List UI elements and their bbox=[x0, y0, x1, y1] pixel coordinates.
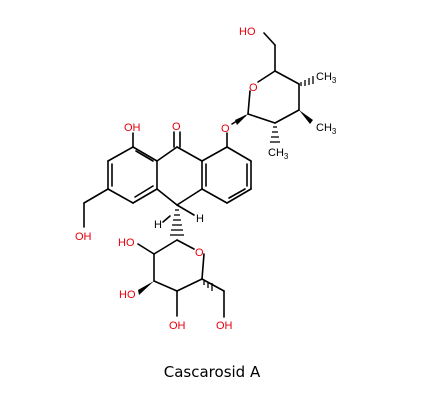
methyl-label-b: CH3 bbox=[316, 122, 337, 136]
ho-label-sugar-1: HO bbox=[118, 237, 135, 249]
structure-diagram: HO O O CH3 CH3 CH3 OH O H H OH HO O HO O… bbox=[75, 26, 337, 332]
methyl-label-a: CH3 bbox=[316, 71, 337, 85]
hydrogen-label-right: H bbox=[196, 213, 204, 225]
carbonyl-oxygen: O bbox=[172, 121, 181, 133]
oh-label-hydroxymethyl: OH bbox=[75, 231, 92, 243]
wedge-bond-top-2 bbox=[299, 110, 313, 124]
wedge-bond-top-1 bbox=[235, 114, 248, 125]
hydrogen-label-left: H bbox=[154, 219, 162, 231]
oh-label-anthrone: OH bbox=[124, 122, 141, 134]
linking-oxygen: O bbox=[221, 123, 230, 135]
hashed-bond-sugar bbox=[203, 281, 213, 291]
ho-label-sugar-2: HO bbox=[119, 289, 136, 301]
oh-label-sugar-3: OH bbox=[169, 320, 186, 332]
compound-name-caption: Cascarosid A bbox=[163, 363, 261, 381]
oh-label-sugar-4: OH bbox=[216, 320, 233, 332]
ring-oxygen-top: O bbox=[249, 82, 258, 94]
wedge-bond-sugar bbox=[138, 281, 154, 295]
ring-oxygen-bottom: O bbox=[195, 247, 204, 259]
hashed-bond-top bbox=[270, 76, 314, 143]
top-sugar-ring bbox=[247, 32, 300, 124]
methyl-label-c: CH3 bbox=[268, 147, 289, 161]
ho-label-top: HO bbox=[239, 26, 256, 38]
bottom-sugar-ring bbox=[137, 239, 225, 318]
anthrone-core bbox=[83, 115, 252, 228]
hashed-bond-c10 bbox=[170, 209, 184, 236]
